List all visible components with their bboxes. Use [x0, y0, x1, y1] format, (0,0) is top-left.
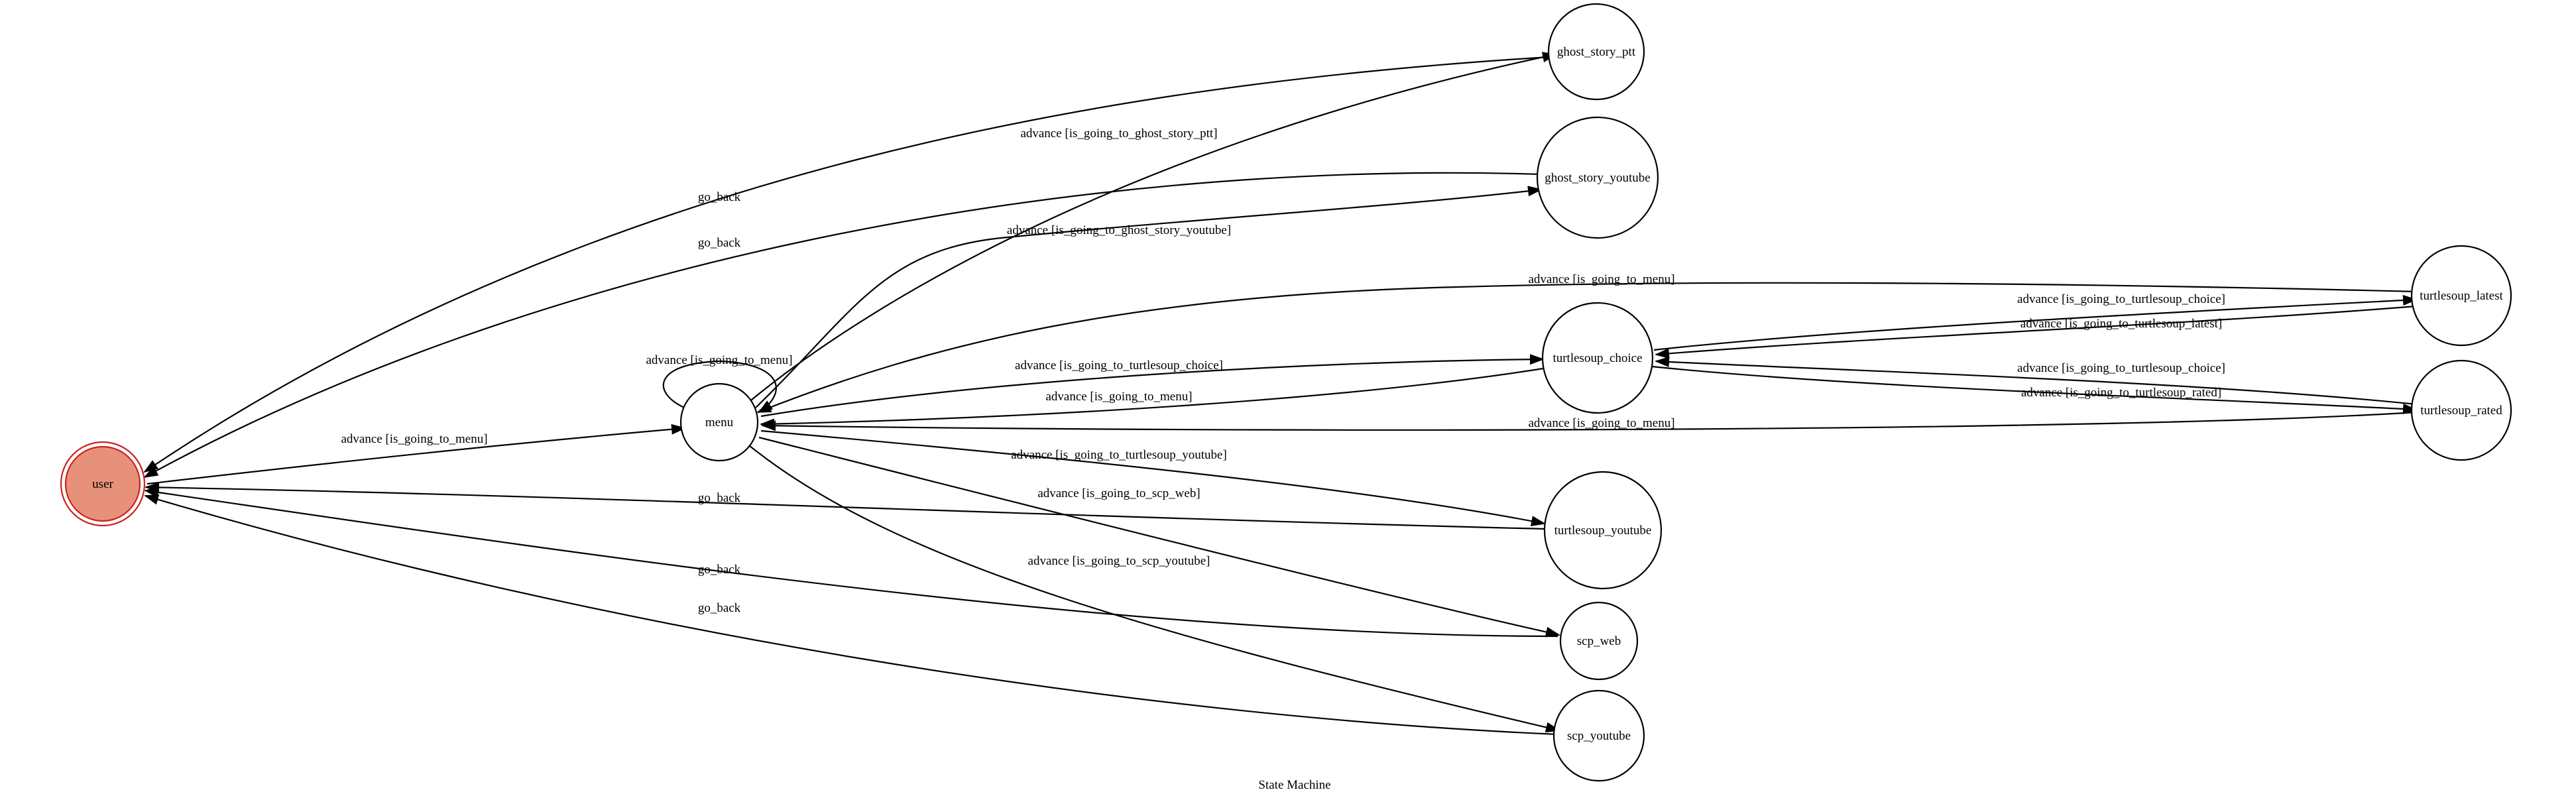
edge-label-scp-web-back: go_back: [698, 563, 741, 577]
node-ghost-story-youtube: ghost_story_youtube: [1536, 116, 1659, 239]
node-label-scp-youtube: scp_youtube: [1567, 729, 1631, 743]
edge-menu-to-scp-web: [758, 436, 1560, 638]
edge-turtlesoup-rated-to-menu: [761, 411, 2417, 431]
node-menu: menu: [679, 382, 759, 462]
node-label-menu: menu: [705, 416, 734, 429]
edge-menu-to-scp-youtube: [748, 445, 1560, 733]
edge-menu-to-ghost-story-ptt: [747, 52, 1557, 404]
edge-label-rated-to-choice: advance [is_going_to_turtlesoup_choice]: [2017, 361, 2225, 375]
edge-choice-to-latest: [1653, 295, 2418, 351]
edge-label-choice-to-latest: advance [is_going_to_turtlesoup_choice]: [2017, 292, 2225, 306]
node-turtlesoup-rated: turtlesoup_rated: [2410, 359, 2512, 461]
edge-label-turtlesoup-youtube-back: go_back: [698, 491, 741, 505]
edge-menu-to-turtlesoup-youtube: [760, 429, 1546, 526]
node-label-turtlesoup-choice: turtlesoup_choice: [1552, 351, 1642, 365]
edge-label-menu-to-turtlesoup-choice: advance [is_going_to_turtlesoup_choice]: [1015, 359, 1223, 372]
edge-label-turtlesoup-choice-to-menu: advance [is_going_to_menu]: [1045, 390, 1192, 404]
node-turtlesoup-choice: turtlesoup_choice: [1541, 302, 1654, 414]
edge-label-menu-to-ghost-story-ptt: advance [is_going_to_ghost_story_ptt]: [1020, 127, 1217, 141]
edge-label-latest-to-choice: advance [is_going_to_turtlesoup_latest]: [2020, 317, 2222, 331]
edge-label-menu-self: advance [is_going_to_menu]: [646, 353, 792, 367]
edge-choice-to-rated: [1651, 365, 2418, 414]
edge-menu-to-ghost-story-youtube: [755, 186, 1543, 408]
edge-label-menu-to-ghost-story-youtube: advance [is_going_to_ghost_story_youtube…: [1007, 223, 1231, 237]
node-label-user: user: [92, 477, 113, 491]
node-label-ghost-story-youtube: ghost_story_youtube: [1545, 171, 1650, 185]
node-ghost-story-ptt: ghost_story_ptt: [1547, 3, 1645, 101]
edge-label-menu-to-turtlesoup-youtube: advance [is_going_to_turtlesoup_youtube]: [1011, 448, 1227, 462]
edge-label-menu-to-scp-web: advance [is_going_to_scp_web]: [1037, 486, 1200, 500]
edge-menu-self-loop: [662, 360, 777, 414]
edge-label-turtlesoup-rated-to-menu: advance [is_going_to_menu]: [1528, 416, 1674, 430]
edge-rated-to-choice: [1655, 357, 2417, 406]
node-user: user: [60, 441, 146, 527]
node-label-turtlesoup-latest: turtlesoup_latest: [2420, 289, 2503, 303]
edge-menu-to-turtlesoup-choice: [760, 354, 1545, 418]
diagram-caption: State Machine: [1258, 778, 1330, 792]
node-turtlesoup-latest: turtlesoup_latest: [2410, 245, 2512, 347]
edge-scp-youtube-back: [144, 494, 1558, 736]
node-label-turtlesoup-rated: turtlesoup_rated: [2420, 404, 2502, 418]
node-label-turtlesoup-youtube: turtlesoup_youtube: [1554, 524, 1652, 538]
node-label-ghost-story-ptt: ghost_story_ptt: [1557, 45, 1636, 59]
node-scp-web: scp_web: [1559, 601, 1639, 681]
edge-ghost-story-ptt-back: [143, 56, 1551, 473]
edge-label-user-to-menu: advance [is_going_to_menu]: [341, 432, 487, 446]
node-turtlesoup-youtube: turtlesoup_youtube: [1543, 471, 1663, 590]
edge-user-to-menu: [146, 424, 686, 485]
node-label-scp-web: scp_web: [1577, 634, 1621, 648]
edge-turtlesoup-choice-to-menu: [760, 367, 1544, 429]
edge-label-choice-to-rated: advance [is_going_to_turtlesoup_rated]: [2021, 386, 2221, 400]
edge-label-scp-youtube-back: go_back: [698, 601, 741, 615]
edge-turtlesoup-youtube-back: [145, 482, 1545, 530]
edge-ghost-story-youtube-back: [143, 172, 1542, 478]
node-scp-youtube: scp_youtube: [1552, 689, 1645, 782]
edge-label-ghost-story-ptt-back: go_back: [698, 190, 741, 204]
edge-label-turtlesoup-latest-to-menu: advance [is_going_to_menu]: [1528, 272, 1674, 286]
edge-scp-web-back: [144, 486, 1558, 638]
edge-label-menu-to-scp-youtube: advance [is_going_to_scp_youtube]: [1028, 554, 1210, 568]
edge-latest-to-choice: [1655, 305, 2417, 359]
edge-label-ghost-story-youtube-back: go_back: [698, 236, 741, 250]
edge-turtlesoup-latest-to-menu: [756, 282, 2417, 414]
